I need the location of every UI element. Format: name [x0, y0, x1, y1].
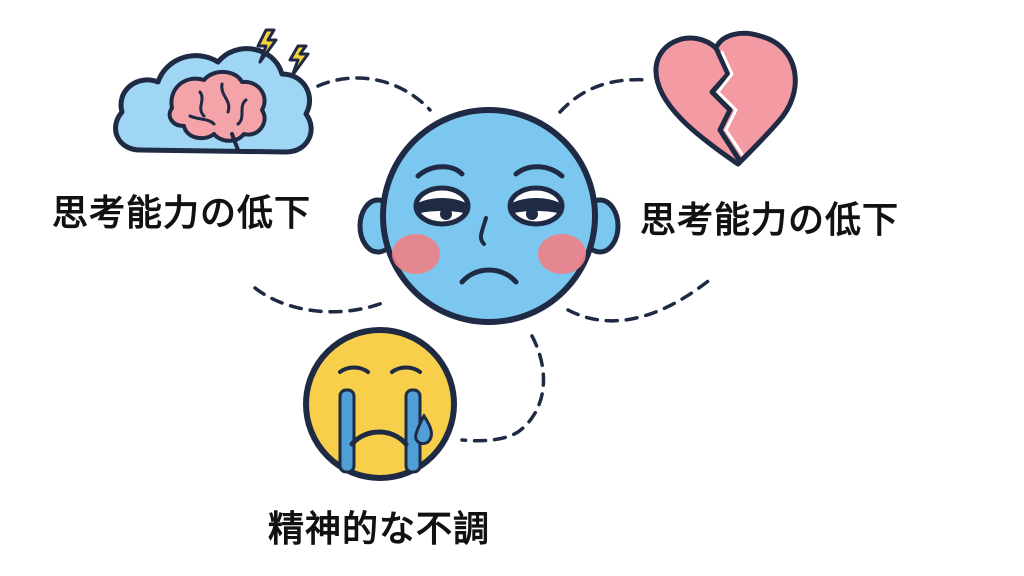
connectors [253, 76, 714, 443]
connector-top-right [558, 77, 650, 114]
connector-top-left [316, 76, 432, 112]
connector-bottom [460, 334, 546, 443]
label-bottom: 精神的な不調 [268, 509, 491, 550]
tear-drop-icon [414, 413, 433, 446]
label-right: 思考能力の低下 [640, 200, 900, 241]
brain-icon [167, 70, 267, 152]
connector-mid-left [253, 286, 387, 314]
connector-mid-right [566, 276, 714, 323]
sad-face-icon [357, 107, 621, 325]
brain-cloud-icon [113, 46, 314, 155]
broken-heart-icon [653, 30, 798, 167]
crying-face-icon [303, 327, 457, 481]
label-left: 思考能力の低下 [52, 193, 312, 234]
lightning-icon [256, 28, 310, 78]
